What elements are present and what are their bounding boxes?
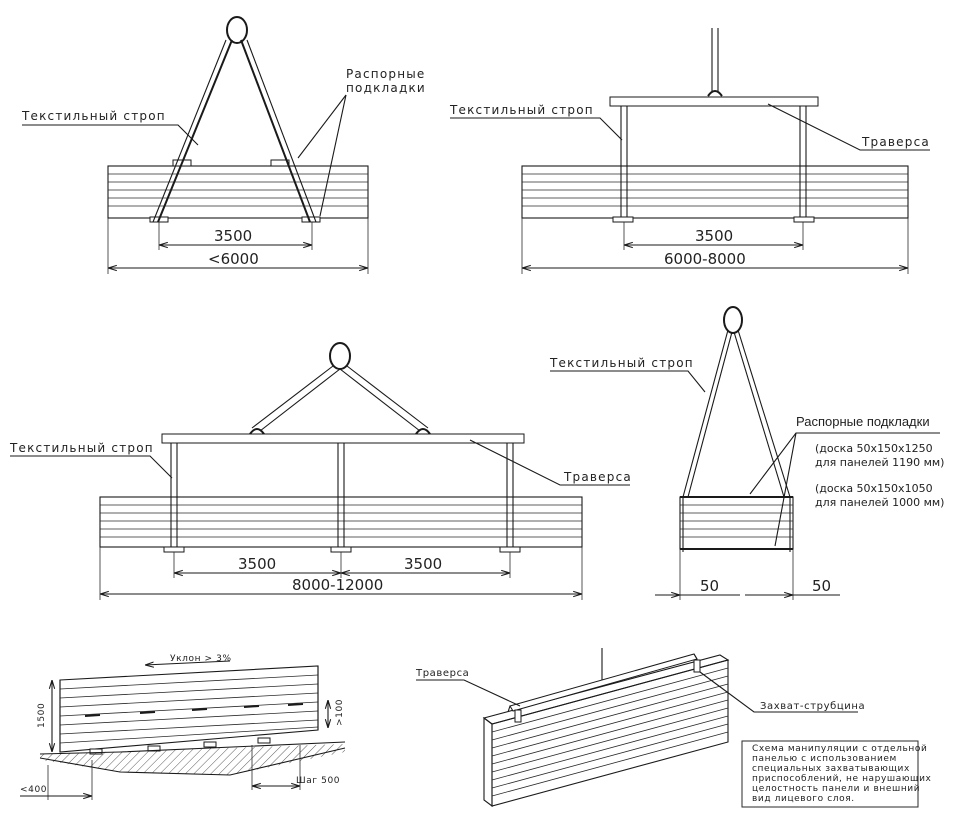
label-traverse: Траверса — [563, 470, 632, 484]
leader-textile-sling — [550, 370, 706, 393]
scheme-single-panel-clamp: Траверса Захват-струбцина Схема манипуля… — [415, 648, 932, 808]
label-spacers-line2: подкладки — [346, 81, 426, 95]
textile-sling — [620, 106, 807, 222]
label-textile-sling: Текстильный строп — [21, 109, 166, 123]
note-line-5: целостность панели и внешний — [752, 784, 920, 794]
stack-spacers — [84, 703, 304, 717]
panel-stack — [99, 496, 583, 548]
leader-traverse — [416, 679, 521, 707]
label-traverse: Траверса — [415, 668, 469, 679]
spacer-bottom-right — [301, 216, 321, 223]
textile-sling — [682, 329, 791, 552]
label-spacers-full: Распорные подкладки — [796, 414, 930, 429]
dim-lt6000: <6000 — [208, 250, 259, 268]
note-line-3: специальных захватывающих — [752, 764, 910, 774]
scheme-traverse-three-points: Текстильный строп Траверса 3500 3500 800… — [9, 342, 632, 600]
dim-3500-right: 3500 — [404, 555, 442, 573]
scheme-two-leg-sling: Текстильный строп Распорные подкладки 35… — [21, 16, 426, 274]
dim-3500: 3500 — [695, 227, 733, 245]
note-line-1: Схема манипуляции с отдельной — [752, 744, 927, 754]
lifting-ring — [329, 342, 351, 370]
scheme-traverse-two-points: Текстильный строп Траверса 3500 6000-800… — [449, 28, 930, 274]
leader-textile-sling — [22, 124, 199, 146]
leader-spacers-2 — [319, 94, 347, 217]
dim-3500-left: 3500 — [238, 555, 276, 573]
dim-3500: 3500 — [214, 227, 252, 245]
dim-1500: 1500 — [37, 703, 47, 728]
label-textile-sling: Текстильный строп — [549, 356, 694, 370]
lifting-ring — [226, 16, 248, 44]
leader-traverse — [767, 103, 930, 151]
label-traverse: Траверса — [861, 135, 930, 149]
label-slope: Уклон > 3% — [170, 654, 232, 664]
leader-clamp — [699, 671, 858, 713]
label-board2-line1: (доска 50х150х1050 — [815, 482, 933, 495]
hook-shackle — [707, 90, 723, 97]
ground-slope — [39, 741, 346, 776]
leader-spacers-1 — [297, 94, 347, 159]
scheme-end-view: Текстильный строп Распорные подкладки (д… — [549, 306, 944, 600]
clamps — [514, 659, 701, 723]
panel-stack — [107, 165, 369, 219]
leader-traverse — [469, 439, 630, 486]
label-textile-sling: Текстильный строп — [449, 103, 594, 117]
label-board2-line2: для панелей 1000 мм) — [815, 496, 944, 509]
dim-le400: <400 — [20, 785, 47, 795]
label-clamp: Захват-струбцина — [760, 701, 865, 712]
label-spacers-line1: Распорные — [346, 67, 426, 81]
dim-step500: Шаг 500 — [296, 776, 340, 786]
dim-ge100: >100 — [335, 699, 345, 726]
note-line-2: панелью с использованием — [752, 754, 897, 764]
textile-sling — [170, 443, 514, 551]
inclined-stack — [59, 665, 319, 753]
panel-stack — [521, 165, 909, 219]
traverse-beam — [507, 653, 698, 713]
scheme-storage-slope: Уклон > 3% 1500 >100 Шаг 500 <400 — [20, 654, 346, 800]
leader-textile-sling — [450, 117, 623, 141]
spacer-top-right — [270, 159, 290, 167]
lifting-ring — [723, 306, 743, 334]
dim-50-right: 50 — [812, 577, 831, 595]
panel-end-stack — [679, 496, 794, 550]
label-board1-line2: для панелей 1190 мм) — [815, 456, 944, 469]
textile-sling — [152, 39, 317, 223]
dim-6000-8000: 6000-8000 — [664, 250, 746, 268]
label-textile-sling: Текстильный строп — [9, 441, 154, 455]
leader-textile-sling — [10, 455, 173, 479]
dim-50-left: 50 — [700, 577, 719, 595]
note-line-6: вид лицевого слоя. — [752, 794, 855, 804]
label-board1-line1: (доска 50х150х1250 — [815, 442, 933, 455]
dim-8000-12000: 8000-12000 — [292, 576, 383, 594]
traverse-beam — [161, 433, 525, 444]
note-line-4: приспособлений, не нарушающих — [752, 774, 932, 784]
note-box — [741, 740, 919, 808]
textile-sling-top — [251, 365, 429, 432]
traverse-beam — [609, 96, 819, 107]
single-panel — [482, 654, 730, 808]
slope-arrow — [145, 660, 231, 665]
